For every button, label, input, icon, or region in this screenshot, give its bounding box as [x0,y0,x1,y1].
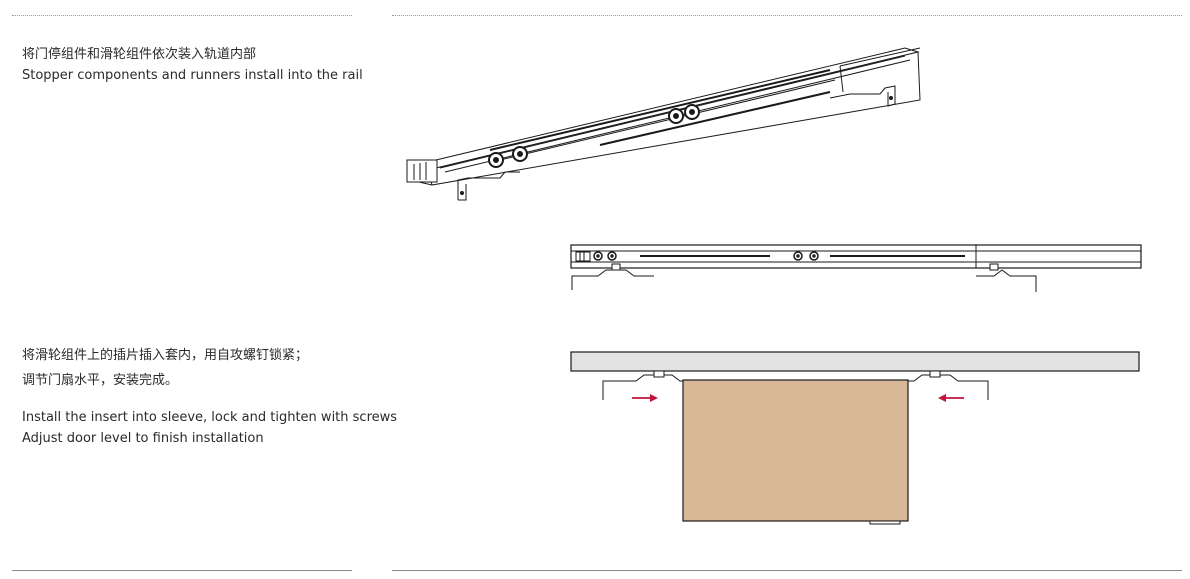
step1-text-cn: 将门停组件和滑轮组件依次装入轨道内部 [22,47,257,62]
step1-text-en: Stopper components and runners install i… [22,68,363,83]
door-install-illustration [570,351,1140,525]
bottom-rule-left [12,570,352,571]
arrow-left-icon [938,394,964,402]
step2-text-en-line1: Install the insert into sleeve, lock and… [22,410,398,425]
step2-text-cn-line2: 调节门扇水平，安装完成。 [22,373,179,388]
step2-text-en-line2: Adjust door level to finish installation [22,431,264,446]
door-panel [682,379,909,522]
top-rule-left [12,15,352,16]
isometric-rail-illustration [406,47,921,201]
bottom-rule-right [392,570,1182,571]
step1-text: 将门停组件和滑轮组件依次装入轨道内部 Stopper components an… [22,44,363,86]
top-rule-right [392,15,1182,16]
arrow-right-icon [632,394,658,402]
step2-text: 将滑轮组件上的插片插入套内，用自攻螺钉锁紧； 调节门扇水平，安装完成。 Inst… [22,345,397,449]
rail-bar [570,351,1140,372]
side-view-rail-illustration [570,244,1142,292]
step2-text-cn-line1: 将滑轮组件上的插片插入套内，用自攻螺钉锁紧； [22,348,309,363]
